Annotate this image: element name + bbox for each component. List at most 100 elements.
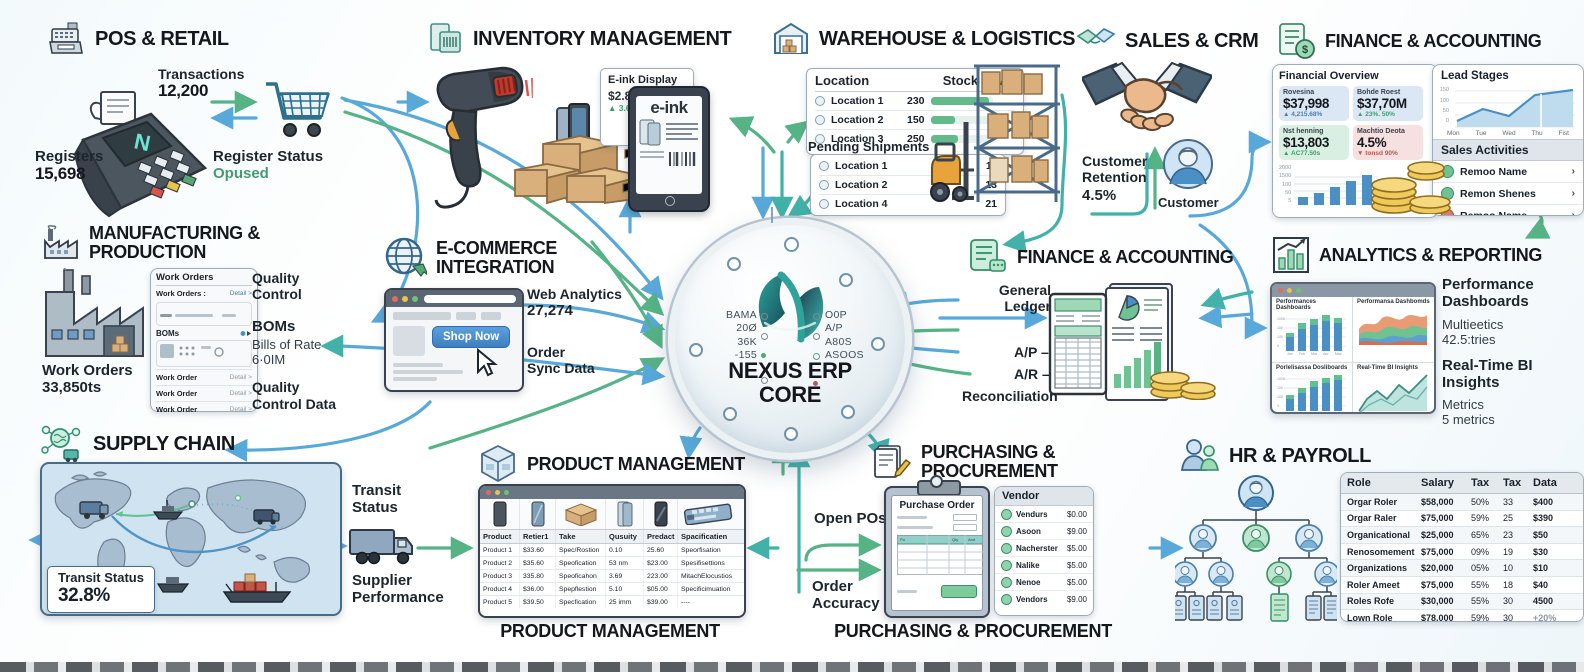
minimize-icon[interactable] bbox=[495, 490, 500, 495]
svg-text:0: 0 bbox=[1277, 404, 1279, 408]
product-header-row: Product Retier1 Take Qusuity Predact Spa… bbox=[480, 530, 744, 544]
pending-row[interactable]: Location 4 21 bbox=[819, 195, 997, 213]
maximize-icon[interactable] bbox=[412, 295, 418, 302]
activity-name: Remon Shenes bbox=[1460, 187, 1536, 200]
product-thumb-device bbox=[683, 503, 733, 525]
shop-now-button[interactable]: Shop Now bbox=[432, 326, 511, 348]
map-truck-east bbox=[253, 509, 280, 525]
vendor-amount: $0.00 bbox=[1066, 509, 1087, 519]
work-order-row[interactable]: Work Order Detail > bbox=[156, 401, 252, 417]
pos-terminal-illustration: N bbox=[55, 80, 215, 225]
tablet-home-button bbox=[665, 196, 675, 206]
work-order-row[interactable]: Work Order Detail > bbox=[156, 385, 252, 401]
kpi-label: Rovesina bbox=[1283, 89, 1315, 96]
pos-registers: Registers 15,698 bbox=[35, 148, 135, 184]
stock-row[interactable]: Location 1 230 bbox=[815, 92, 1015, 112]
svg-text:Feb: Feb bbox=[1299, 352, 1305, 355]
activity-row[interactable]: Remoo Name › bbox=[1433, 161, 1583, 183]
minimize-icon[interactable] bbox=[402, 295, 408, 302]
product-window-title-bar bbox=[480, 486, 744, 499]
kpi-change: ▲ AC77.50s bbox=[1283, 150, 1321, 157]
core-right-dots bbox=[813, 313, 820, 391]
po-approve-button[interactable] bbox=[941, 585, 977, 598]
analytics-section-header: ANALYTICS & REPORTING bbox=[1272, 236, 1542, 274]
vendor-row[interactable]: Vendors $9.00 bbox=[995, 591, 1093, 607]
forklift-shelf-illustration bbox=[930, 52, 1065, 217]
stock-bar bbox=[930, 116, 993, 125]
hr-section-header: HR & PAYROLL bbox=[1180, 438, 1371, 474]
dashboard-panel-title: Performances Dashboards bbox=[1276, 299, 1317, 311]
dashboard-panel-title: Performansa Dashbomds bbox=[1357, 299, 1430, 305]
kpi-value: 4.5% bbox=[1357, 135, 1387, 150]
detail-link[interactable]: Detail > bbox=[229, 390, 252, 397]
close-icon[interactable] bbox=[1278, 288, 1283, 293]
close-icon[interactable] bbox=[486, 490, 491, 495]
vendor-row[interactable]: Asoon $9.00 bbox=[995, 523, 1093, 540]
product-table-window: Product Retier1 Take Qusuity Predact Spa… bbox=[478, 484, 746, 618]
detail-link[interactable]: Detail > bbox=[229, 374, 252, 381]
kpi-tile: Rovesina $37,998 ▲ 4,215.68% bbox=[1279, 86, 1349, 121]
map-ship-south bbox=[156, 577, 190, 593]
stock-row-value: 250 bbox=[907, 133, 925, 146]
vendor-row[interactable]: Nacherster $5.00 bbox=[995, 540, 1093, 557]
stock-col-location: Location bbox=[815, 73, 870, 88]
svg-text:Po: Po bbox=[900, 537, 906, 542]
vendor-amount: $5.00 bbox=[1066, 543, 1087, 553]
performance-dashboards-label: Performance Dashboards bbox=[1442, 276, 1534, 311]
sales-title: SALES & CRM bbox=[1125, 29, 1259, 52]
vendor-row[interactable]: Vendurs $0.00 bbox=[995, 506, 1093, 523]
coins-illustration bbox=[1368, 158, 1454, 219]
url-bar[interactable] bbox=[424, 294, 516, 303]
product-thumb-phone bbox=[531, 501, 544, 527]
maximize-icon[interactable] bbox=[504, 490, 509, 495]
eink-tablet: e-ink bbox=[628, 86, 710, 212]
activity-row[interactable]: Remoo Name › bbox=[1433, 205, 1583, 215]
minimize-icon[interactable] bbox=[1287, 288, 1292, 293]
maximize-icon[interactable] bbox=[1296, 288, 1301, 293]
pending-row[interactable]: Location 1 11 bbox=[819, 157, 997, 176]
activity-row[interactable]: Remon Shenes › bbox=[1433, 183, 1583, 205]
work-order-row[interactable]: Work Order Detail > bbox=[156, 369, 252, 385]
close-icon[interactable] bbox=[392, 295, 398, 302]
register-status-value: Opused bbox=[213, 165, 269, 183]
work-order-row[interactable]: Work Orders : Detail > bbox=[156, 289, 252, 298]
work-orders-panel: Work Orders Work Orders : Detail > BOMs … bbox=[150, 268, 258, 414]
dashboard-panel: Real-Time BI Insights bbox=[1353, 362, 1434, 412]
factory-icon bbox=[44, 224, 78, 259]
browser-title-bar bbox=[386, 290, 522, 307]
bills-of-rate-label: Bills of Rate bbox=[252, 337, 322, 353]
product-thumb-phone bbox=[654, 501, 667, 527]
detail-link[interactable]: Detail > bbox=[229, 406, 252, 413]
kpi-label: Machtio Deota bbox=[1357, 128, 1405, 135]
shopping-cart-icon bbox=[262, 78, 336, 147]
retention-label: Customer Retention bbox=[1082, 153, 1148, 186]
vendor-row[interactable]: Nalike $5.00 bbox=[995, 557, 1093, 574]
work-orders-panel-title: Work Orders bbox=[156, 272, 252, 286]
detail-link[interactable]: Detail > bbox=[229, 290, 252, 297]
stock-row[interactable]: Location 3 250 bbox=[815, 130, 1015, 148]
svg-text:Mar: Mar bbox=[1311, 352, 1318, 355]
vendor-row[interactable]: Nenoe $5.00 bbox=[995, 574, 1093, 591]
general-ledger-label: General Ledger bbox=[998, 282, 1051, 315]
stock-row[interactable]: Location 2 150 bbox=[815, 111, 1015, 131]
vendor-amount: $5.00 bbox=[1066, 560, 1087, 570]
svg-text:100: 100 bbox=[1277, 335, 1283, 339]
